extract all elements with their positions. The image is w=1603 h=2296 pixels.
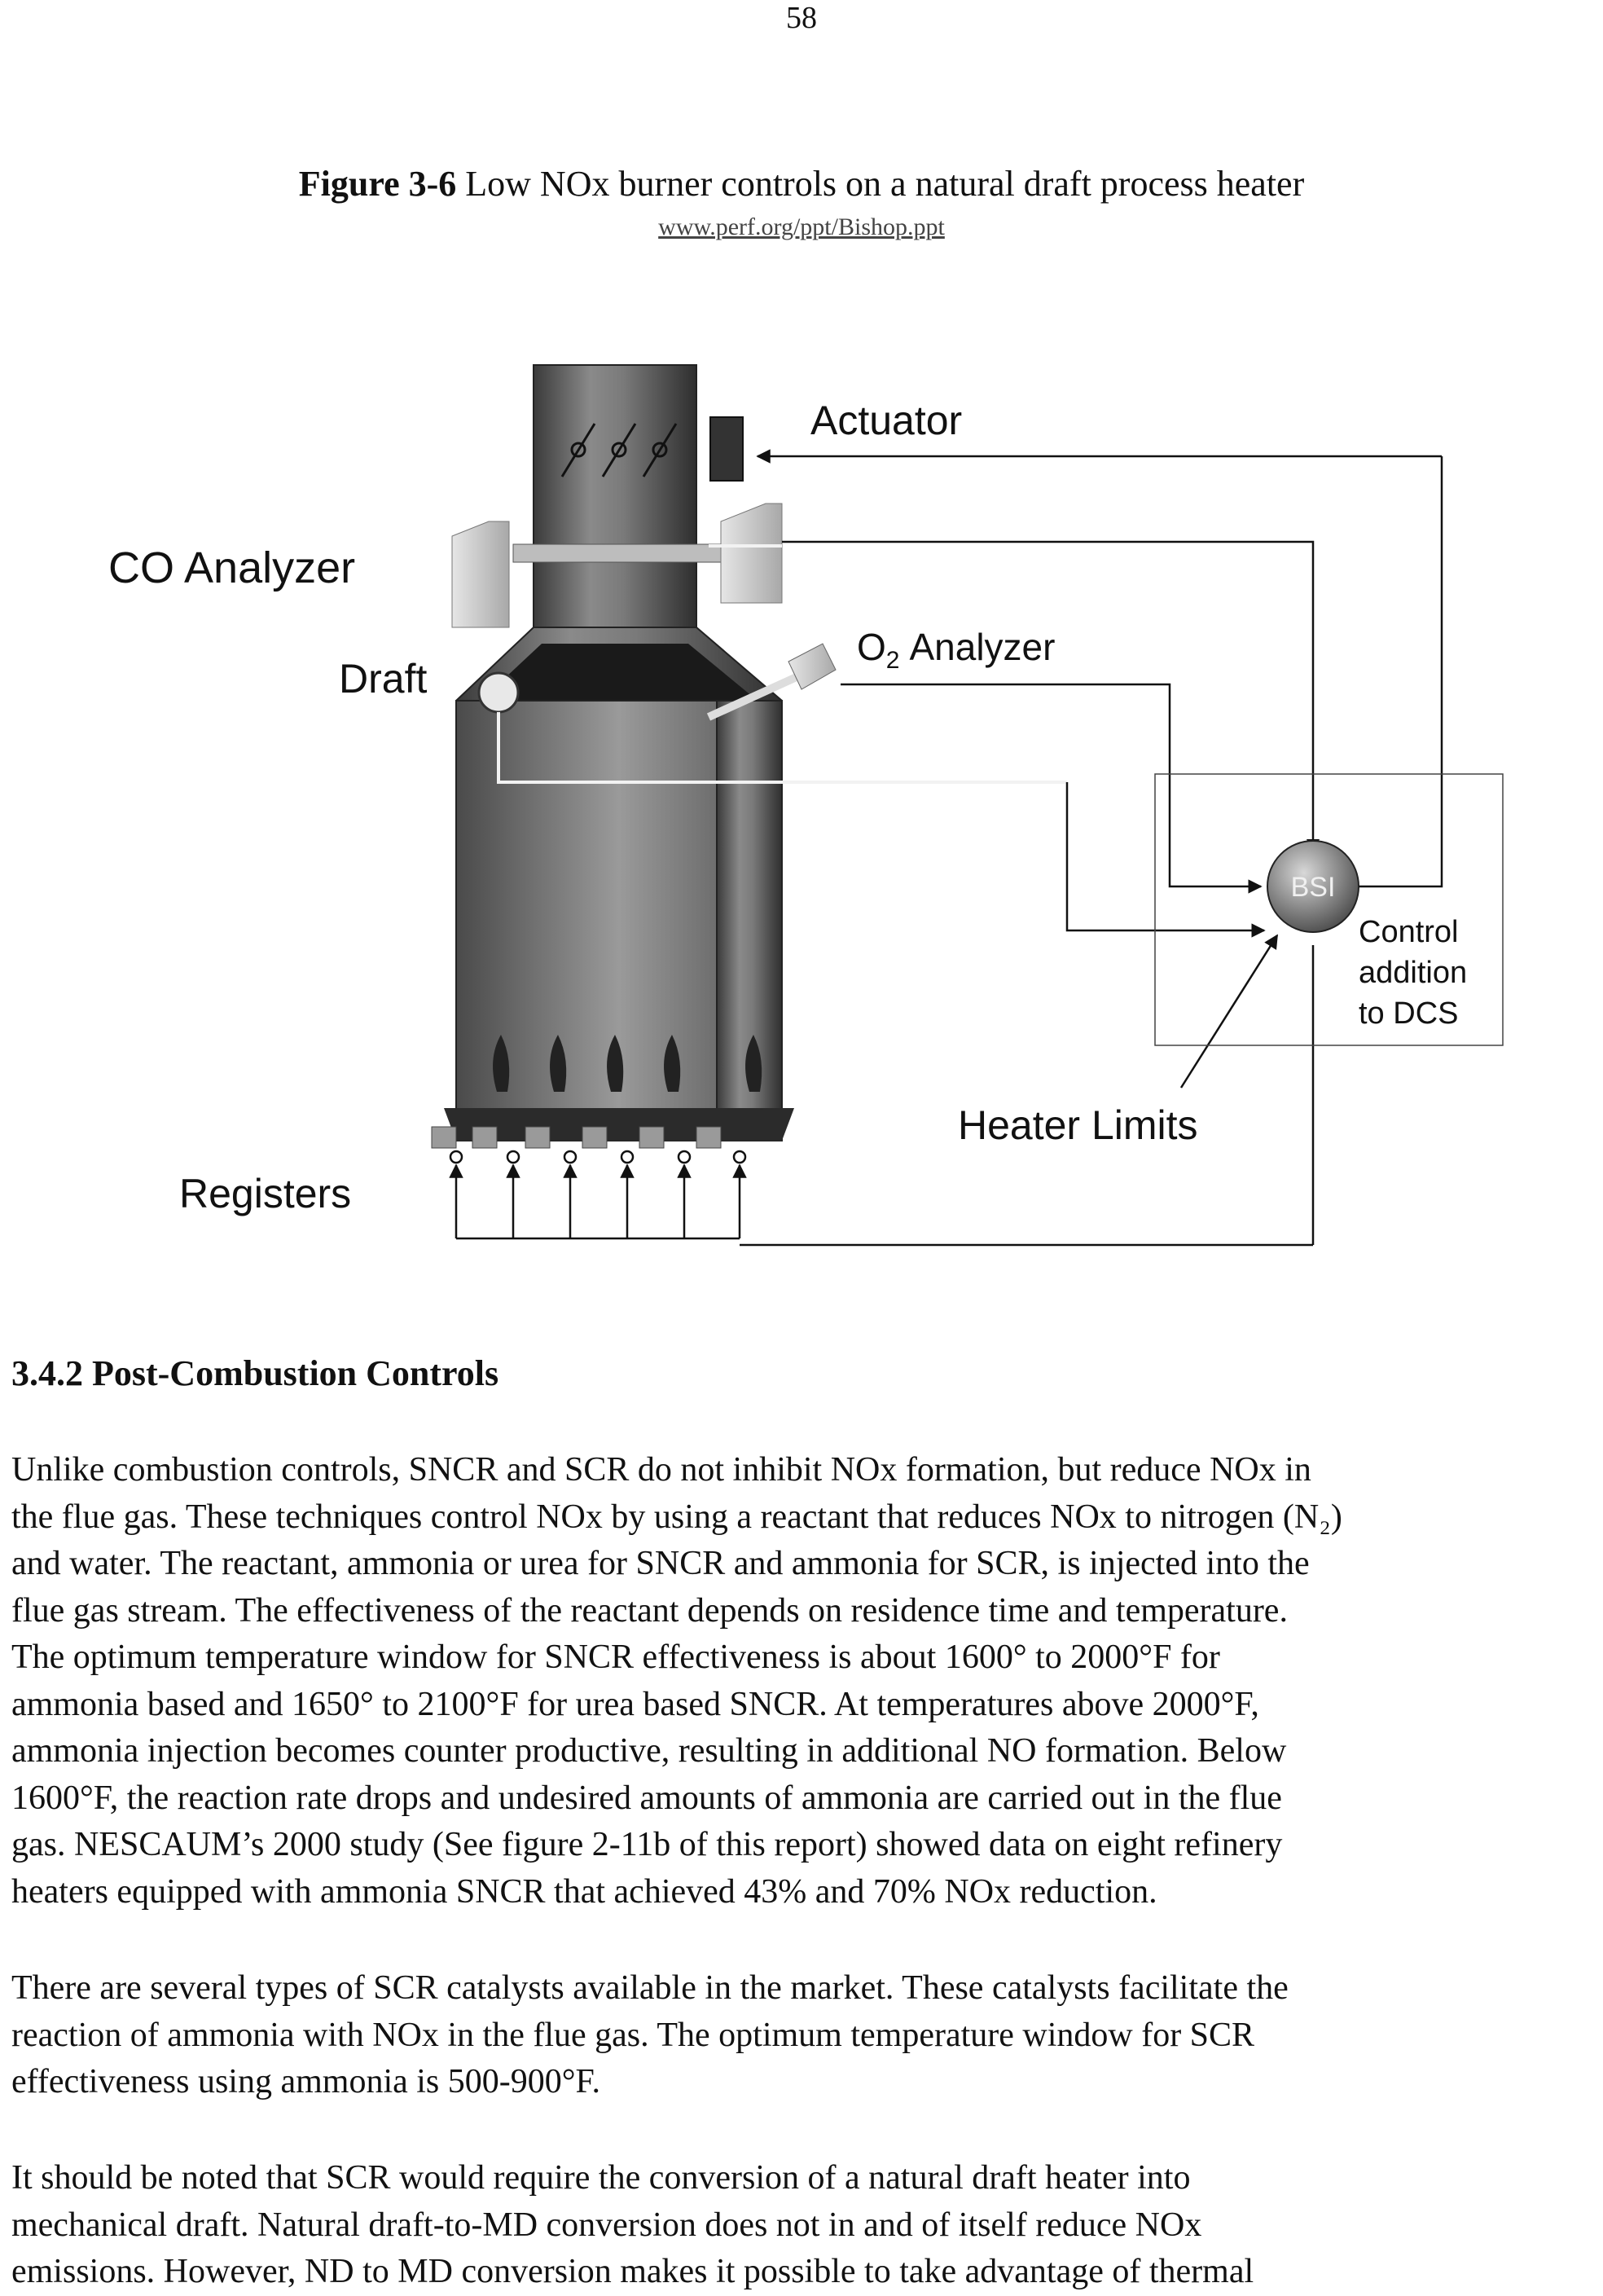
paragraph-line: effectiveness using ammonia is 500-900°F… <box>11 2063 601 2100</box>
heater-limits-label: Heater Limits <box>958 1102 1198 1148</box>
co-analyzer-band <box>512 543 726 563</box>
paragraph-2: There are several types of SCR catalysts… <box>11 1965 1600 2106</box>
burner-flames <box>493 1035 762 1092</box>
register-arrows <box>449 1150 1313 1247</box>
paragraph-line: There are several types of SCR catalysts… <box>11 1969 1289 2007</box>
paragraph-3: It should be noted that SCR would requir… <box>11 2155 1600 2296</box>
signal-lines <box>756 449 1443 1245</box>
paragraph-line: ammonia injection becomes counter produc… <box>11 1732 1287 1770</box>
paragraph-line: the flue gas. These techniques control N… <box>11 1498 1342 1536</box>
heater-interior-top <box>481 644 758 701</box>
damper-blades <box>560 423 678 477</box>
figure-label: Figure 3-6 <box>298 164 457 204</box>
register-boxes <box>431 1126 722 1149</box>
draft-gauge <box>477 671 520 714</box>
actuator-box <box>709 416 744 482</box>
draft-label: Draft <box>339 656 427 702</box>
figure-caption-text: Low NOx burner controls on a natural dra… <box>465 164 1305 204</box>
paragraph-line: It should be noted that SCR would requir… <box>11 2159 1191 2197</box>
paragraph-line: Unlike combustion controls, SNCR and SCR… <box>11 1451 1311 1489</box>
internal-signal-lines <box>497 544 1067 784</box>
stack <box>533 364 697 635</box>
dcs-control-box <box>1154 773 1504 1046</box>
paragraph-line: heaters equipped with ammonia SNCR that … <box>11 1872 1157 1911</box>
co-analyzer-right-panel <box>720 503 783 604</box>
figure-caption: Figure 3-6 Low NOx burner controls on a … <box>0 163 1603 205</box>
bsi-controller <box>1267 840 1359 933</box>
paragraph-line: 1600°F, the reaction rate drops and unde… <box>11 1779 1282 1817</box>
control-addition-label-1: Control <box>1359 915 1459 949</box>
paragraph-line: emissions. However, ND to MD conversion … <box>11 2253 1254 2290</box>
registers-label: Registers <box>179 1171 351 1216</box>
paragraph-line: gas. NESCAUM’s 2000 study (See figure 2-… <box>11 1826 1283 1863</box>
paragraph-line: mechanical draft. Natural draft-to-MD co… <box>11 2206 1202 2244</box>
paragraph-line: flue gas stream. The effectiveness of th… <box>11 1591 1288 1630</box>
page-number: 58 <box>786 1 817 35</box>
control-addition-label-3: to DCS <box>1359 996 1458 1031</box>
section-heading: 3.4.2 Post-Combustion Controls <box>11 1353 499 1393</box>
actuator-label: Actuator <box>810 398 962 443</box>
paragraph-line: reaction of ammonia with NOx in the flue… <box>11 2016 1255 2054</box>
co-analyzer-label: CO Analyzer <box>108 543 355 592</box>
o2-analyzer-probe <box>706 643 837 721</box>
paragraph-1: Unlike combustion controls, SNCR and SCR… <box>11 1447 1600 1916</box>
paragraph-line: and water. The reactant, ammonia or urea… <box>11 1545 1310 1582</box>
co-analyzer-left-panel <box>451 521 510 628</box>
figure-source-link[interactable]: www.perf.org/ppt/Bishop.ppt <box>658 213 945 240</box>
paragraph-line: ammonia based and 1650° to 2100°F for ur… <box>11 1685 1259 1723</box>
paragraph-line: The optimum temperature window for SNCR … <box>11 1638 1220 1676</box>
control-addition-label-2: addition <box>1359 956 1467 990</box>
bsi-label: BSI <box>1291 872 1336 903</box>
